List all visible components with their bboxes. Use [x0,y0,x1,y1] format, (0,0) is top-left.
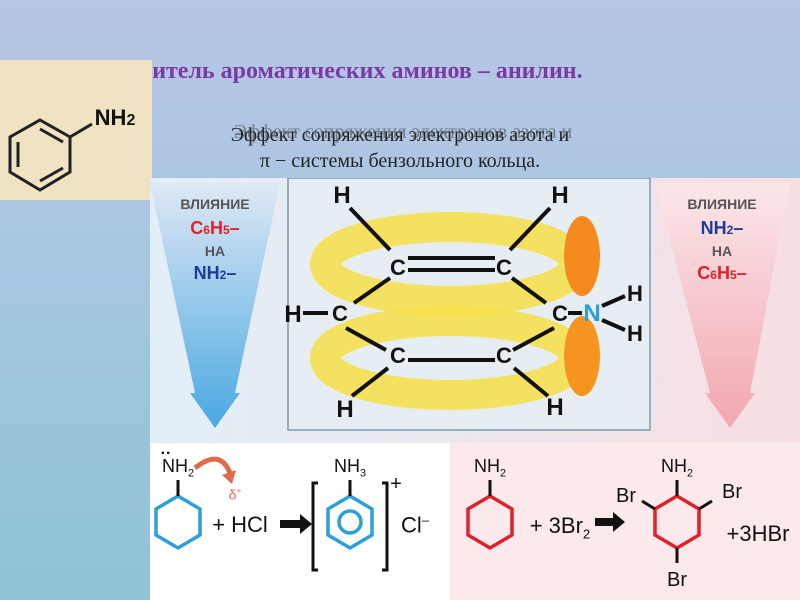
br-bottom: Br [667,569,687,591]
atom-h-n-bottom: H [627,321,643,346]
subtitle: Эффект сопряжения электронов азота и Эфф… [160,121,640,174]
chloride: Cl– [400,512,430,538]
reactant2-nh2: NH2 [473,455,507,480]
reaction1-arrow [280,514,312,534]
left-arrow-text: ВЛИЯНИЕ C6H5– НА NH2– [165,196,265,284]
left-influence-arrow [150,183,280,428]
atom-c-top-left: C [390,255,406,280]
on-label-right: НА [711,243,733,259]
aniline-structure: NH2 [0,60,152,200]
c6h5-label-right: C6H5– [697,263,747,283]
product1-nh3: NH3 [333,455,367,480]
atom-h-bottom-right: H [546,394,564,421]
c6h5-label: C6H5– [190,218,240,238]
product2-nh2: NH2 [660,455,694,480]
influence-label: ВЛИЯНИЕ [180,196,250,212]
nh2-group-label: NH2 [94,105,136,130]
electron-shift-arrow [193,456,233,475]
atom-n: N [583,300,601,327]
atom-h-n-top: H [627,281,643,306]
atom-c-left: C [332,301,348,326]
nh2-label-right: NH2– [700,218,744,238]
subtitle-line1: Эффект сопряжения электронов азота и [230,124,570,146]
atom-c-bottom-left: C [390,343,406,368]
influence-label-right: ВЛИЯНИЕ [687,196,757,212]
atom-c-right: C [552,301,568,326]
plus-hcl: + HCl [212,512,268,537]
nh2-label: NH2– [193,263,237,283]
lone-pair-dots: ·· [160,445,172,462]
slide-title: Представитель ароматических аминов – ани… [50,58,583,84]
br-right: Br [722,481,742,503]
on-label: НА [204,243,226,259]
subtitle-line2: π − системы бензольного кольца. [259,150,541,172]
product1-charge: + [390,473,402,495]
subtitle-shadow: Эффект сопряжения электронов азота и [233,121,573,143]
atom-h-bottom-left: H [336,396,354,423]
delta-plus: δ+ [228,485,242,503]
atom-h-left: H [284,301,302,328]
right-influence-arrow [655,183,790,428]
right-arrow-text: ВЛИЯНИЕ NH2– НА C6H5– [672,196,772,284]
atom-h-top-left: H [333,182,351,209]
reactant1-nh2: NH2 [161,455,195,480]
reaction2-arrow [595,512,625,532]
atom-h-top-right: H [551,182,569,209]
plus-hbr: +3HBr [726,521,790,546]
atom-c-bottom-right: C [496,343,512,368]
diagram-panel: ВЛИЯНИЕ C6H5– НА NH2– ВЛИЯНИЕ NH2– НА C6… [150,178,800,600]
diagram-graphics [150,178,800,600]
plus-br2: + 3Br2 [529,513,591,542]
atom-c-top-right: C [496,255,512,280]
br-left: Br [616,485,636,507]
